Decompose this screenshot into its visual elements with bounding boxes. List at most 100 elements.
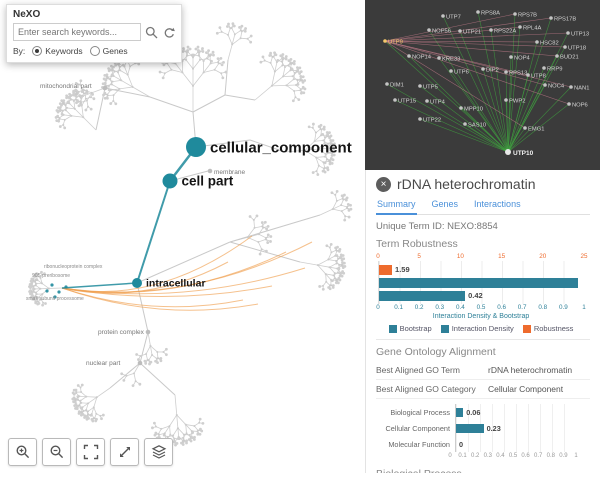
reset-search-icon[interactable] [162, 26, 175, 39]
axis-tick: 0 [376, 304, 380, 311]
axis-tick: 0.3 [484, 453, 492, 459]
gene-node-EMG1[interactable]: EMG1 [523, 126, 544, 132]
network-edge [387, 84, 508, 152]
gene-node-DIM1[interactable]: DIM1 [385, 82, 404, 88]
term-label-minor: mitochondrial part [40, 83, 92, 90]
gene-label: BUD21 [560, 55, 579, 61]
term-node-cell-part[interactable]: cell part [163, 174, 234, 189]
gene-label: EMG1 [528, 127, 544, 133]
gene-node-UTP10[interactable]: UTP10 [505, 149, 534, 157]
gene-node-NOC4[interactable]: NOC4 [543, 83, 565, 89]
gene-node-RPL4A[interactable]: RPL4A [518, 25, 541, 31]
go-alignment-heading: Gene Ontology Alignment [376, 346, 590, 358]
gene-label: DIP2 [486, 68, 499, 74]
term-label: intracellular [146, 278, 206, 290]
search-input[interactable] [13, 23, 141, 41]
gene-node-RPS7B[interactable]: RPS7B [513, 12, 537, 18]
robustness-bar [379, 265, 392, 275]
gene-node-RRP9[interactable]: RRP9 [542, 66, 562, 72]
gene-node-UTP6[interactable]: UTP6 [449, 69, 469, 75]
tab-interactions[interactable]: Interactions [473, 197, 522, 214]
gene-node-UTP7[interactable]: UTP7 [441, 14, 461, 20]
term-node-minor[interactable] [146, 330, 151, 335]
gene-node-RPS17B[interactable]: RPS17B [549, 16, 576, 22]
axis-tick: 0.3 [435, 304, 444, 311]
fit-to-screen-button[interactable] [76, 438, 105, 466]
axis-tick: 0.1 [394, 304, 403, 311]
legend-swatch [441, 325, 449, 333]
cluster-label: 90S preribosome [32, 273, 70, 279]
radio-dot-keywords[interactable] [32, 46, 42, 56]
zoom-out-button[interactable] [42, 438, 71, 466]
gene-node-HSC82[interactable]: HSC82 [535, 40, 558, 46]
biological-process-heading: Biological Process [376, 468, 590, 473]
term-node-minor[interactable] [103, 86, 108, 91]
gene-label: RRP9 [547, 67, 562, 73]
bar-value-label: 1.59 [395, 265, 410, 274]
gene-label: PWP2 [509, 99, 525, 105]
term-node-minor[interactable] [138, 361, 143, 366]
gene-label: UTP9 [388, 40, 403, 46]
tab-genes[interactable]: Genes [431, 197, 460, 214]
axis-tick: 10 [457, 253, 464, 260]
selected-path-edge [137, 181, 170, 283]
gene-node-UTP15[interactable]: UTP15 [393, 98, 416, 104]
radio-keywords[interactable]: Keywords [32, 46, 82, 56]
gene-label: RPS8A [481, 11, 500, 17]
gene-node-UTP22[interactable]: UTP22 [418, 117, 441, 123]
term-id-label: Unique Term ID: [376, 221, 444, 232]
radio-label: Genes [103, 46, 128, 56]
term-node-intracellular[interactable]: intracellular [132, 278, 206, 290]
zoom-out-icon [49, 444, 65, 460]
axis-tick: 15 [498, 253, 505, 260]
gene-node-UTP13[interactable]: UTP13 [566, 31, 589, 37]
tab-summary[interactable]: Summary [376, 197, 417, 215]
gene-node-RPS8A[interactable]: RPS8A [476, 10, 500, 16]
gene-node-PWP2[interactable]: PWP2 [504, 98, 525, 104]
gene-node-NAN1[interactable]: NAN1 [569, 85, 589, 91]
gene-label: UTP22 [423, 118, 441, 124]
term-node-minor[interactable] [208, 169, 213, 174]
axis-tick: 0.6 [521, 453, 529, 459]
go-row-value: Cellular Component [488, 384, 590, 394]
gene-label: NOC4 [548, 84, 565, 90]
zoom-in-button[interactable] [8, 438, 37, 466]
gene-node-UTP4[interactable]: UTP4 [425, 99, 445, 105]
network-edge [508, 14, 515, 152]
close-icon[interactable]: × [376, 177, 391, 192]
term-node-cellular-component[interactable]: cellular_component [186, 137, 352, 157]
axis-tick: 0.7 [534, 453, 542, 459]
gene-label: NOP4 [514, 56, 531, 62]
gene-node-RPS22A[interactable]: RPS22A [489, 28, 516, 34]
go-row-label: Best Aligned GO Category [376, 384, 488, 394]
by-label: By: [13, 46, 25, 56]
go-score-value: 0.06 [466, 408, 480, 417]
layers-button[interactable] [144, 438, 173, 466]
gene-node-UTP18[interactable]: UTP18 [563, 45, 586, 51]
gene-label: UTP18 [568, 46, 586, 52]
gene-label: NOP56 [432, 29, 451, 35]
reset-view-button[interactable] [110, 438, 139, 466]
cluster-label: small subunit processome [26, 296, 84, 302]
search-icon[interactable] [145, 26, 158, 39]
gene-node-NOP6[interactable]: NOP6 [567, 102, 588, 108]
network-edge [385, 41, 525, 128]
go-score-label: Molecular Function [376, 440, 455, 449]
radio-dot-genes[interactable] [90, 46, 100, 56]
legend-label: Robustness [534, 324, 574, 333]
gene-node-UTP5[interactable]: UTP5 [418, 84, 438, 90]
gene-node-BUD21[interactable]: BUD21 [555, 54, 578, 60]
term-id-value: NEXO:8854 [447, 221, 498, 232]
network-edge [508, 87, 571, 152]
gene-node-KRE33[interactable]: KRE33 [437, 56, 460, 62]
radio-genes[interactable]: Genes [90, 46, 128, 56]
gene-label: HSC82 [540, 41, 559, 47]
gene-node-UTP8[interactable]: UTP8 [526, 73, 546, 79]
gene-node-UTP9[interactable]: UTP9 [383, 39, 403, 45]
